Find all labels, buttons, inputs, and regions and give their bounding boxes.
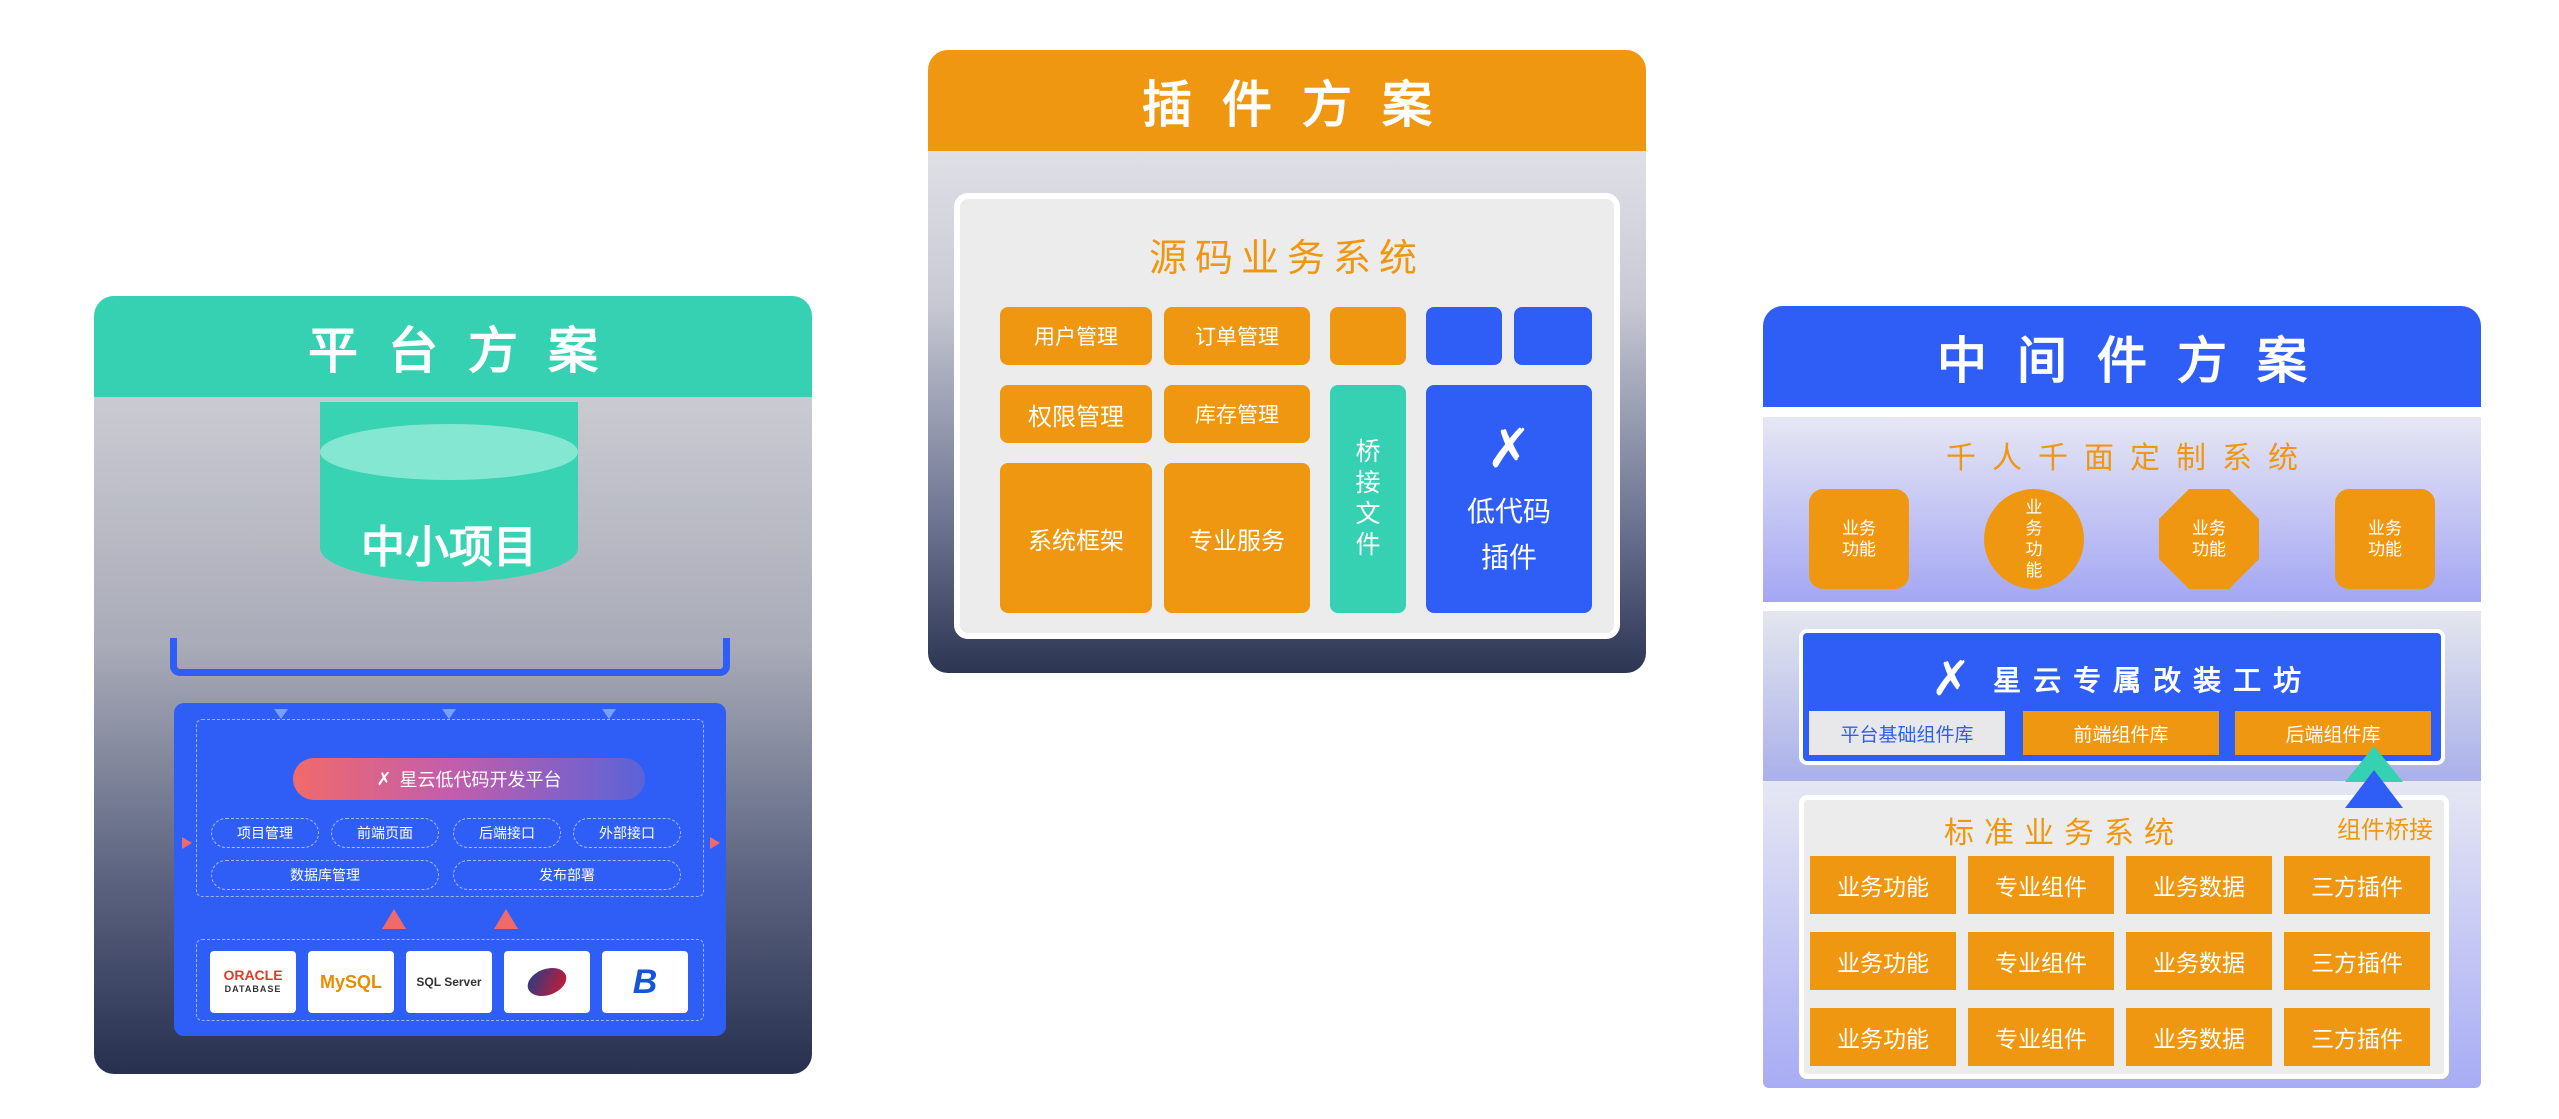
module-inventory: 库存管理 bbox=[1164, 385, 1310, 443]
grid-cell: 业务功能 bbox=[1810, 856, 1956, 914]
custom-system-section: 千人千面定制系统 业务 功能 业 务 功 能 业务 功能 业务 功能 bbox=[1763, 417, 2481, 602]
lib-backend: 后端组件库 bbox=[2235, 711, 2431, 755]
arrow-up-icon bbox=[494, 909, 518, 929]
module-order: 订单管理 bbox=[1164, 307, 1310, 365]
grid-cell: 业务数据 bbox=[2126, 932, 2272, 990]
module-database: 数据库管理 bbox=[211, 860, 439, 890]
arrow-down-icon bbox=[274, 709, 288, 719]
grid-cell: 专业组件 bbox=[1968, 856, 2114, 914]
function-octagon: 业务 功能 bbox=[2159, 489, 2259, 589]
grid-cell: 三方插件 bbox=[2284, 856, 2430, 914]
platform-modules-frame: ✗ 星云低代码开发平台 项目管理 前端页面 后端接口 外部接口 数据库管理 发布… bbox=[196, 719, 704, 897]
plugin-panel: 插件方案 源码业务系统 用户管理 订单管理 权限管理 库存管理 系统框架 专业服… bbox=[928, 50, 1646, 673]
standard-system-box: 标准业务系统 业务功能 专业组件 业务数据 三方插件 业务功能 专业组件 业务数… bbox=[1799, 795, 2449, 1079]
function-circle: 业 务 功 能 bbox=[1984, 489, 2084, 589]
nebula-logo-icon: ✗ bbox=[1930, 653, 1972, 706]
orange-block bbox=[1330, 307, 1406, 365]
standard-section: 标准业务系统 业务功能 专业组件 业务数据 三方插件 业务功能 专业组件 业务数… bbox=[1763, 781, 2481, 1088]
bridge-label: 组件桥接 bbox=[2337, 816, 2433, 844]
project-cylinder-label: 中小项目 bbox=[361, 523, 537, 572]
blue-block bbox=[1426, 307, 1502, 365]
source-system-box: 源码业务系统 用户管理 订单管理 权限管理 库存管理 系统框架 专业服务 桥 接… bbox=[954, 193, 1620, 639]
grid-cell: 业务数据 bbox=[2126, 856, 2272, 914]
nebula-logo-icon: ✗ bbox=[1486, 419, 1532, 479]
studio-header: ✗ 星云专属改装工坊 bbox=[1803, 645, 2441, 713]
grid-cell: 专业组件 bbox=[1968, 932, 2114, 990]
lib-frontend: 前端组件库 bbox=[2023, 711, 2219, 755]
module-external: 外部接口 bbox=[573, 818, 681, 848]
brand-mark-icon bbox=[523, 962, 571, 1002]
module-permission: 权限管理 bbox=[1000, 385, 1152, 443]
standard-system-title: 标准业务系统 bbox=[1944, 817, 2184, 850]
source-system-title: 源码业务系统 bbox=[1148, 237, 1425, 280]
grid-cell: 专业组件 bbox=[1968, 1008, 2114, 1066]
database-frame bbox=[196, 939, 704, 1021]
grid-cell: 业务功能 bbox=[1810, 1008, 1956, 1066]
arrow-down-icon bbox=[442, 709, 456, 719]
module-user: 用户管理 bbox=[1000, 307, 1152, 365]
module-project: 项目管理 bbox=[211, 818, 319, 848]
studio-section: ✗ 星云专属改装工坊 平台基础组件库 前端组件库 后端组件库 bbox=[1763, 611, 2481, 781]
lowcode-plugin: ✗ 低代码 插件 bbox=[1426, 385, 1592, 613]
bracket-connector bbox=[170, 638, 730, 676]
arrow-down-icon bbox=[602, 709, 616, 719]
b-logo: B bbox=[602, 951, 688, 1013]
grid-cell: 业务数据 bbox=[2126, 1008, 2272, 1066]
lib-platform: 平台基础组件库 bbox=[1809, 711, 2005, 755]
database-brand-logo bbox=[504, 951, 590, 1013]
platform-name: 星云低代码开发平台 bbox=[399, 770, 562, 790]
platform-stack: ✗ 星云低代码开发平台 项目管理 前端页面 后端接口 外部接口 数据库管理 发布… bbox=[174, 703, 726, 1036]
blue-block bbox=[1514, 307, 1592, 365]
arrow-right-icon bbox=[182, 837, 192, 849]
custom-system-title: 千人千面定制系统 bbox=[1946, 442, 2314, 475]
studio-title: 星云专属改装工坊 bbox=[1993, 665, 2314, 696]
middleware-panel: 中间件方案 千人千面定制系统 业务 功能 业 务 功 能 业务 功能 业务 功能… bbox=[1763, 306, 2481, 1088]
middleware-title: 中间件方案 bbox=[1763, 306, 2481, 407]
platform-panel: 平台方案 中小项目 ✗ 星云低代码开发平台 项目管理 前端页面 后端接口 外部接… bbox=[94, 296, 812, 1074]
arrow-right-icon bbox=[710, 837, 720, 849]
nebula-logo-icon: ✗ bbox=[376, 768, 392, 789]
platform-title: 平台方案 bbox=[94, 296, 812, 397]
module-service: 专业服务 bbox=[1164, 463, 1310, 613]
sqlserver-logo: SQL Server bbox=[406, 951, 492, 1013]
module-deploy: 发布部署 bbox=[453, 860, 681, 890]
function-square: 业务 功能 bbox=[1809, 489, 1909, 589]
platform-name-pill: ✗ 星云低代码开发平台 bbox=[293, 758, 645, 800]
bridge-arrow-icon bbox=[2345, 746, 2403, 808]
grid-cell: 三方插件 bbox=[2284, 932, 2430, 990]
grid-cell: 业务功能 bbox=[1810, 932, 1956, 990]
mysql-logo: MySQL bbox=[308, 951, 394, 1013]
module-frontend: 前端页面 bbox=[331, 818, 439, 848]
function-square: 业务 功能 bbox=[2335, 489, 2435, 589]
studio-box: ✗ 星云专属改装工坊 平台基础组件库 前端组件库 后端组件库 bbox=[1799, 629, 2445, 765]
plugin-title: 插件方案 bbox=[928, 50, 1646, 151]
module-framework: 系统框架 bbox=[1000, 463, 1152, 613]
grid-cell: 三方插件 bbox=[2284, 1008, 2430, 1066]
arrow-up-icon bbox=[382, 909, 406, 929]
project-cylinder-top bbox=[320, 424, 578, 480]
bridge-file: 桥 接 文 件 bbox=[1330, 385, 1406, 613]
module-backend: 后端接口 bbox=[453, 818, 561, 848]
